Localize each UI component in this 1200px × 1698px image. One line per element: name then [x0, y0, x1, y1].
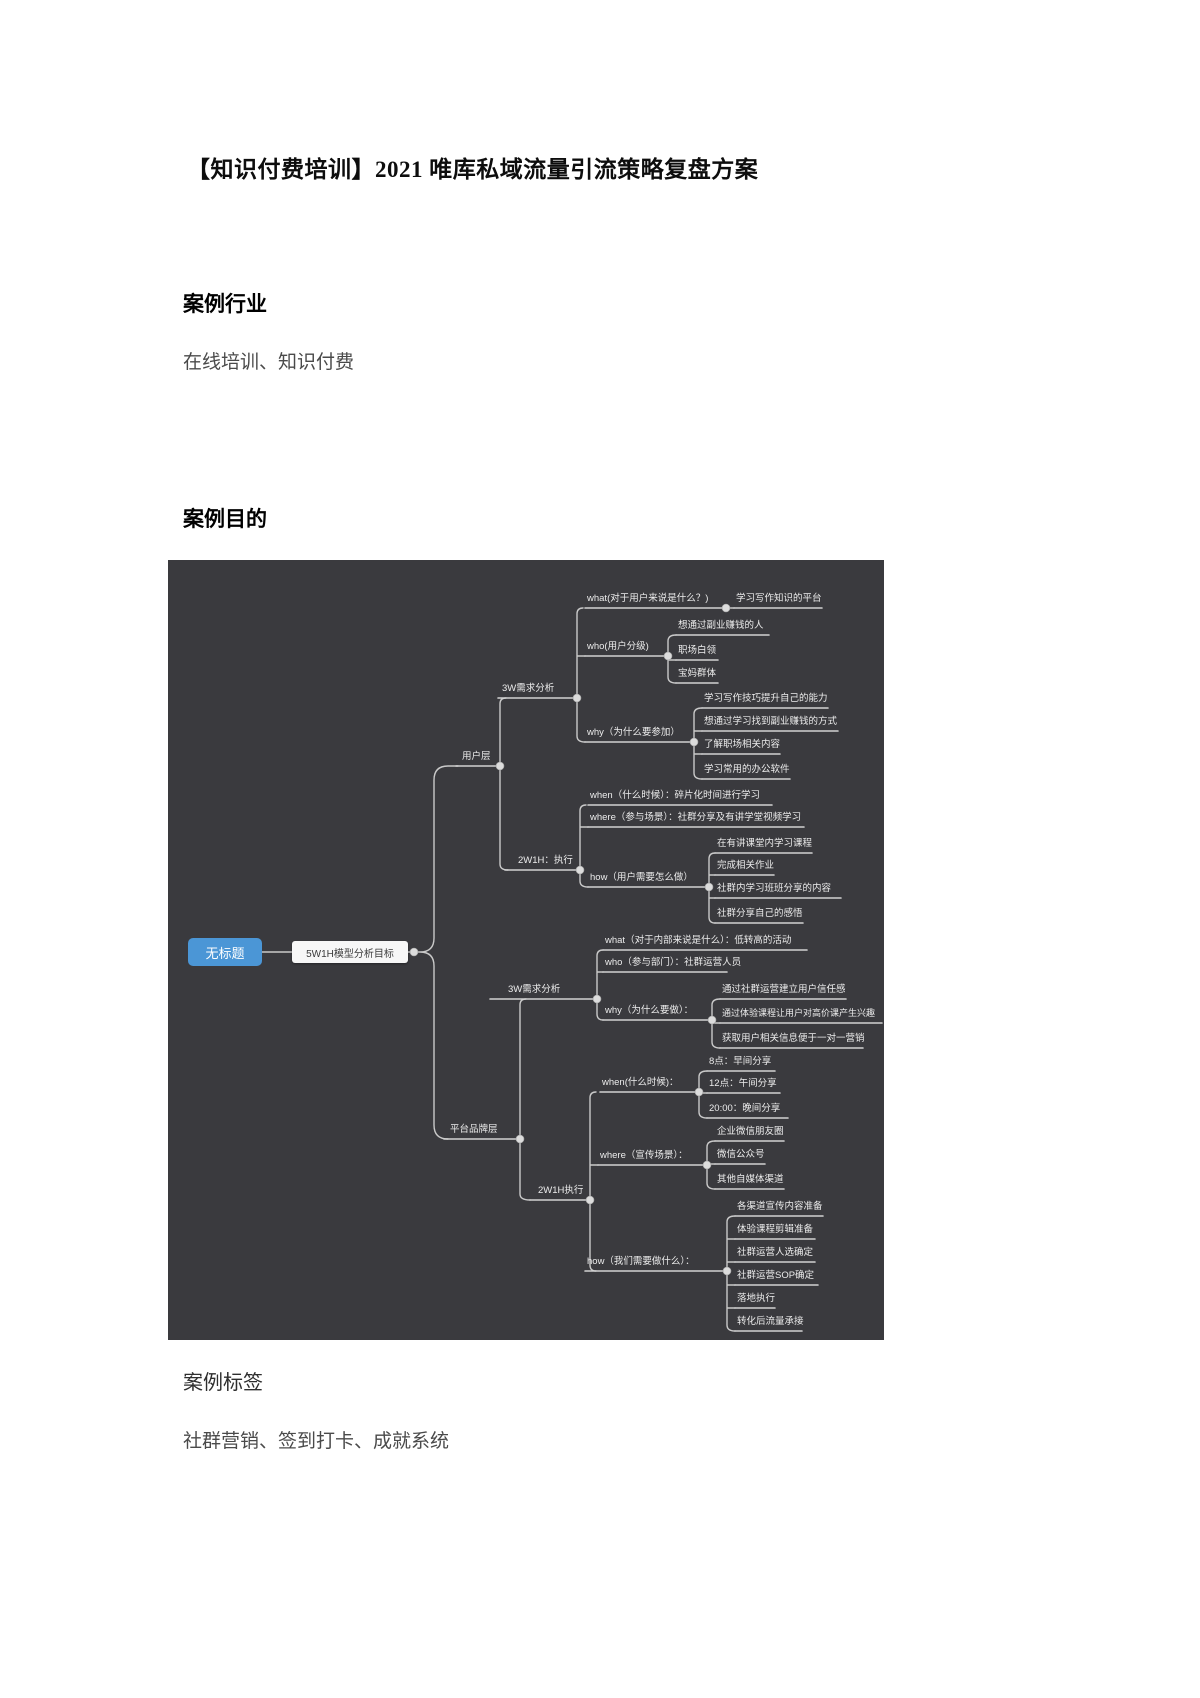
node-when-platform-item: 20:00：晚间分享: [709, 1103, 781, 1114]
node-why-platform-item: 通过体验课程让用户对高价课产生兴趣: [722, 1008, 876, 1018]
node-where-user: where（参与场景）：社群分享及有讲学堂视频学习: [590, 812, 802, 823]
node-where-platform-item: 其他自媒体渠道: [717, 1174, 784, 1185]
node-platform-layer: 平台品牌层: [450, 1124, 498, 1135]
node-who-user-item: 宝妈群体: [678, 668, 717, 679]
node-what-user: what(对于用户来说是什么？): [587, 593, 709, 604]
node-user-execution: 2W1H：执行: [518, 855, 573, 866]
node-how-user-item: 社群分享自己的感悟: [717, 908, 803, 919]
mindmap-goal-node: 5W1H模型分析目标: [292, 941, 408, 963]
node-how-platform-item: 各渠道宣传内容准备: [737, 1201, 823, 1212]
node-where-platform-item: 微信公众号: [717, 1149, 765, 1160]
node-how-platform: how（我们需要做什么）：: [587, 1256, 695, 1267]
node-why-user-item: 想通过学习找到副业赚钱的方式: [704, 716, 838, 727]
node-why-platform-item: 获取用户相关信息便于一对一营销: [722, 1033, 865, 1044]
node-how-platform-item: 体验课程剪辑准备: [737, 1224, 814, 1235]
node-how-platform-item: 落地执行: [737, 1293, 776, 1304]
node-how-platform-item: 转化后流量承接: [737, 1316, 804, 1327]
page-title: 【知识付费培训】2021 唯库私域流量引流策略复盘方案: [187, 157, 759, 182]
node-who-user-item: 想通过副业赚钱的人: [678, 620, 764, 631]
mindmap-connectors: [261, 603, 883, 1332]
node-who-platform: who（参与部门）：社群运营人员: [605, 957, 742, 968]
heading-case-purpose: 案例目的: [183, 508, 267, 531]
mindmap-image: 无标题 5W1H模型分析目标 用户层 平台品牌层 3W需求分析 2W1H：执行 …: [168, 560, 884, 1340]
node-how-user-item: 在有讲课堂内学习课程: [717, 838, 813, 849]
node-where-platform: where（宣传场景）：: [600, 1150, 688, 1161]
node-how-user-item: 社群内学习班班分享的内容: [717, 883, 832, 894]
node-when-platform: when(什么时候)：: [602, 1077, 679, 1088]
node-how-user: how（用户需要怎么做）: [590, 872, 693, 883]
case-industry-text: 在线培训、知识付费: [183, 352, 355, 373]
node-why-user-item: 学习常用的办公软件: [704, 764, 790, 775]
node-when-platform-item: 12点：午间分享: [709, 1078, 777, 1089]
branch-dots: [409, 603, 732, 1276]
node-user-analysis: 3W需求分析: [502, 683, 555, 694]
node-how-platform-item: 社群运营SOP确定: [737, 1270, 815, 1281]
node-why-user: why（为什么要参加）: [587, 727, 680, 738]
node-platform-execution: 2W1H执行: [538, 1185, 584, 1196]
node-how-user-item: 完成相关作业: [717, 860, 775, 871]
node-why-user-item: 了解职场相关内容: [704, 739, 781, 750]
node-how-platform-item: 社群运营人选确定: [737, 1247, 814, 1258]
node-why-platform-item: 通过社群运营建立用户信任感: [722, 984, 846, 995]
node-what-user-value: 学习写作知识的平台: [736, 593, 822, 604]
mindmap-root-node: 无标题: [188, 938, 262, 966]
node-user-layer: 用户层: [462, 751, 491, 762]
node-where-platform-item: 企业微信朋友圈: [717, 1126, 784, 1137]
node-who-user: who(用户分级): [587, 641, 649, 652]
case-tags-text: 社群营销、签到打卡、成就系统: [183, 1431, 450, 1452]
node-what-platform: what（对于内部来说是什么）：低转高的活动: [605, 935, 792, 946]
node-platform-analysis: 3W需求分析: [508, 984, 561, 995]
node-when-user: when（什么时候）：碎片化时间进行学习: [590, 790, 760, 801]
node-who-user-item: 职场白领: [678, 645, 717, 656]
node-why-user-item: 学习写作技巧提升自己的能力: [704, 693, 828, 704]
node-when-platform-item: 8点：早间分享: [709, 1056, 772, 1067]
heading-case-tags: 案例标签: [183, 1372, 263, 1394]
heading-case-industry: 案例行业: [183, 293, 267, 316]
node-why-platform: why（为什么要做）：: [605, 1005, 694, 1016]
